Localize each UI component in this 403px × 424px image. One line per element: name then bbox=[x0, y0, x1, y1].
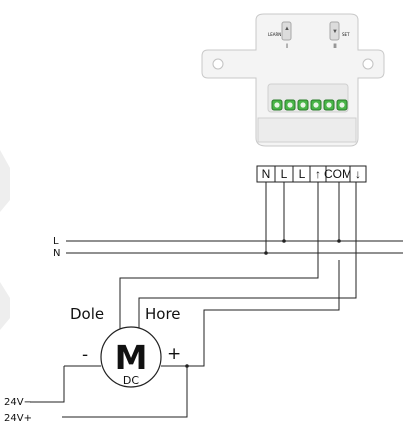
left-decor-upper bbox=[0, 150, 10, 212]
terminal-screw bbox=[287, 102, 293, 108]
label-down: Dole bbox=[70, 305, 104, 323]
line-n-label: N bbox=[53, 248, 60, 259]
relay-module bbox=[201, 13, 385, 147]
terminal-label: L bbox=[281, 167, 288, 181]
junction-plus bbox=[185, 364, 189, 368]
motor-symbol: M bbox=[115, 338, 148, 377]
motor-plus: + bbox=[167, 344, 181, 364]
svg-text:▲: ▲ bbox=[284, 26, 290, 32]
motor-type: DC bbox=[123, 374, 139, 387]
learn-button[interactable]: ▲ bbox=[281, 21, 292, 41]
terminal-screw bbox=[339, 102, 345, 108]
set-label: SET bbox=[342, 32, 350, 37]
label-up: Hore bbox=[145, 305, 181, 323]
svg-text:▼: ▼ bbox=[332, 29, 338, 35]
terminal-box bbox=[349, 165, 367, 183]
supply-plus-label: 24V+ bbox=[4, 413, 32, 424]
terminal-screw bbox=[300, 102, 306, 108]
supply-plus-wire bbox=[62, 366, 188, 418]
learn-roman: I bbox=[286, 43, 288, 50]
wire-com-out bbox=[187, 260, 340, 367]
supply-minus-label: 24V− bbox=[4, 397, 32, 408]
terminal-label: ↑ bbox=[315, 167, 321, 181]
terminal-label: COM bbox=[324, 167, 352, 181]
set-roman: II bbox=[333, 43, 337, 50]
junction-com bbox=[337, 239, 341, 243]
terminal-label: ↓ bbox=[355, 167, 361, 181]
mount-hole-left bbox=[212, 58, 224, 70]
terminal-screw bbox=[326, 102, 332, 108]
wire-down-output bbox=[138, 182, 357, 338]
left-decor-lower bbox=[0, 282, 10, 330]
terminal-screw bbox=[313, 102, 319, 108]
dc-motor bbox=[100, 326, 162, 388]
motor-minus: - bbox=[82, 345, 88, 365]
terminal-label: N bbox=[262, 167, 271, 181]
junction-l bbox=[282, 239, 286, 243]
junction-n bbox=[264, 251, 268, 255]
wire-up-output bbox=[119, 182, 319, 338]
mount-hole-right bbox=[362, 58, 374, 70]
learn-label: LEARN bbox=[268, 32, 281, 37]
supply-minus-wire bbox=[30, 366, 65, 403]
set-button[interactable]: ▼ bbox=[329, 21, 340, 41]
line-l-label: L bbox=[53, 236, 59, 247]
terminal-label: L bbox=[299, 167, 306, 181]
terminal-screw bbox=[274, 102, 280, 108]
